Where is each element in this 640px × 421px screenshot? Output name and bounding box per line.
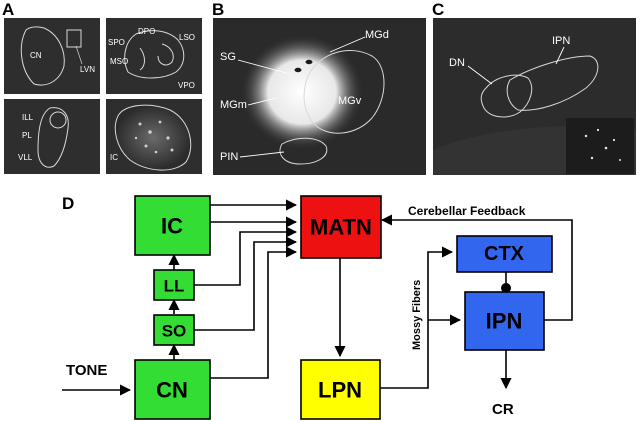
box-ic-label: IC [161,214,183,239]
mgv-outline [303,49,385,134]
label-pl: PL [22,131,32,140]
box-ll-rect [153,269,195,301]
box-cn-label: CN [156,378,188,403]
cn-outline [20,26,65,86]
pin-outline [279,137,328,165]
label-cn: CN [30,51,42,60]
panel-letter-a: A [2,0,14,19]
box-ctx: CTX [456,235,553,273]
label-mossy-fibers: Mossy Fibers [411,280,423,350]
box-matn-label: MATN [310,215,372,240]
fiducial-mark-2 [305,59,313,65]
dn-outline [480,74,533,118]
ipn-outline [506,55,599,111]
micrograph-a1-bg [4,18,100,94]
label-mgv: MGv [338,95,362,107]
label-cr: CR [492,401,514,418]
micrograph-a4: IC [106,99,202,174]
arrow-ll-to-matn [194,226,298,286]
label-lso: LSO [179,33,195,42]
box-lpn: LPN [300,359,381,420]
panel-d: D IC LL [62,194,573,420]
box-ll: LL [153,269,195,301]
panel-letter-c: C [432,0,444,19]
label-mso: MSO [110,57,128,66]
label-tone: TONE [66,362,107,379]
inset-micrograph [566,118,634,174]
label-dpo: DPO [138,27,155,36]
box-lpn-label: LPN [318,378,362,403]
micrograph-a2: DPO SPO LSO MSO VPO [106,18,202,94]
box-ic-rect [134,195,211,256]
micrograph-a3: ILL PL VLL [4,99,100,174]
inset-labeled-cells [584,128,621,161]
ctx-ipn-synapse [501,283,511,293]
dn-pointer [467,65,493,85]
arrow-cn-to-matn [210,246,298,379]
ic-labeled-cells [134,120,174,154]
panel-a: A CN LVN DPO SPO LSO MSO VPO ILL [2,0,202,174]
box-ctx-rect [456,235,553,273]
box-lpn-rect [300,359,381,420]
ll-outline [37,107,69,168]
mgm-pointer [247,97,277,106]
label-cerebellar-feedback: Cerebellar Feedback [408,204,526,218]
label-vpo: VPO [178,81,195,90]
sg-label-glow [240,34,364,150]
label-ipn: IPN [552,35,570,47]
mgd-pointer [329,36,366,53]
panel-letter-d: D [62,194,74,213]
so-outline [124,30,185,79]
label-mgm: MGm [220,99,247,111]
box-matn: MATN [300,195,382,259]
label-ill: ILL [22,113,34,122]
box-ic: IC [134,195,211,256]
sg-pointer [237,59,291,75]
mso-outline [139,47,145,71]
box-cn: CN [134,359,211,420]
label-lvn: LVN [80,65,95,74]
label-mgd: MGd [365,29,389,41]
label-sg: SG [220,51,236,63]
ic-outline [114,104,192,171]
box-ipn-rect [464,291,545,351]
box-so: SO [153,314,195,346]
micrograph-a3-bg [4,99,100,174]
label-pin: PIN [220,151,238,163]
box-cn-rect [134,359,211,420]
label-dn: DN [449,57,465,69]
label-vll: VLL [18,153,33,162]
ill-outline [49,111,67,129]
lvn-outline [66,29,82,48]
ipn-pointer [555,46,565,65]
panel-b: B MGd SG MGm MGv PIN [212,0,426,175]
box-ctx-label: CTX [484,243,525,265]
box-matn-rect [300,195,382,259]
fiducial-mark-1 [294,67,302,73]
panel-letter-b: B [212,0,224,19]
box-ll-label: LL [164,277,185,296]
lso-outline [157,43,174,66]
box-so-rect [153,314,195,346]
box-ipn: IPN [464,291,545,351]
arrow-cerebellar-feedback [380,214,573,321]
label-spo: SPO [108,38,125,47]
micrograph-a1: CN LVN [4,18,100,94]
panel-c: C DN IPN [432,0,636,175]
box-so-label: SO [162,322,187,341]
box-ipn-label: IPN [486,309,523,334]
arrow-so-to-matn [194,236,298,331]
pin-pointer [239,151,285,158]
label-ic: IC [110,153,118,162]
lvn-pointer [75,45,83,65]
circuit-connections [62,199,573,396]
